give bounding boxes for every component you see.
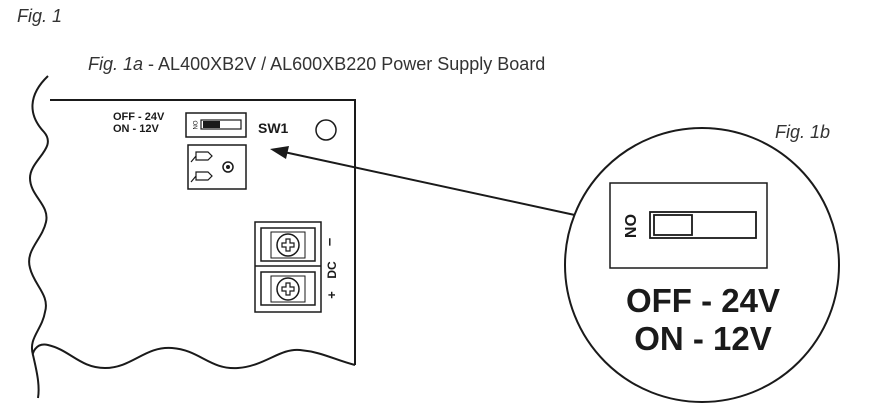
terminal-plus-label: +: [324, 291, 339, 299]
zoom-callout: ON OFF - 24V ON - 12V: [564, 127, 840, 403]
zoom-off-label: OFF - 24V: [626, 282, 780, 319]
terminal-minus-label: –: [321, 238, 338, 246]
zoom-on-label: ON - 12V: [634, 320, 772, 357]
terminal-screw-bottom: [276, 277, 300, 301]
board-switch-on-label: ON - 12V: [113, 123, 160, 135]
board-outline: [28, 75, 356, 399]
figure-1a-title: AL400XB2V / AL600XB220 Power Supply Boar…: [158, 54, 546, 74]
zoom-switch-on-mark: ON: [621, 214, 638, 238]
figure-title: Fig. 1: [17, 6, 63, 26]
caption-separator: -: [143, 54, 159, 74]
board-switch-on-mark: ON: [191, 121, 197, 130]
board-switch-name: SW1: [258, 120, 289, 136]
figure-1b-label: Fig. 1b: [775, 122, 831, 142]
connector-pin-bottom: [190, 171, 213, 183]
zoom-switch-knob: [653, 214, 693, 236]
callout-arrow: [283, 151, 585, 218]
terminal-dc-label: DC: [325, 261, 339, 279]
board-switch-off-label: OFF - 24V: [113, 111, 165, 123]
callout-arrowhead: [270, 146, 289, 159]
figure-1a-caption: Fig. 1a - AL400XB2V / AL600XB220 Power S…: [88, 54, 545, 75]
mounting-hole: [315, 119, 337, 141]
board-connector: [187, 144, 247, 190]
board-switch: ON: [185, 112, 247, 138]
terminal-block: [254, 221, 322, 313]
figure-1a-label: Fig. 1a: [88, 54, 144, 74]
terminal-screw-top: [276, 233, 300, 257]
connector-pin-top: [190, 151, 213, 163]
